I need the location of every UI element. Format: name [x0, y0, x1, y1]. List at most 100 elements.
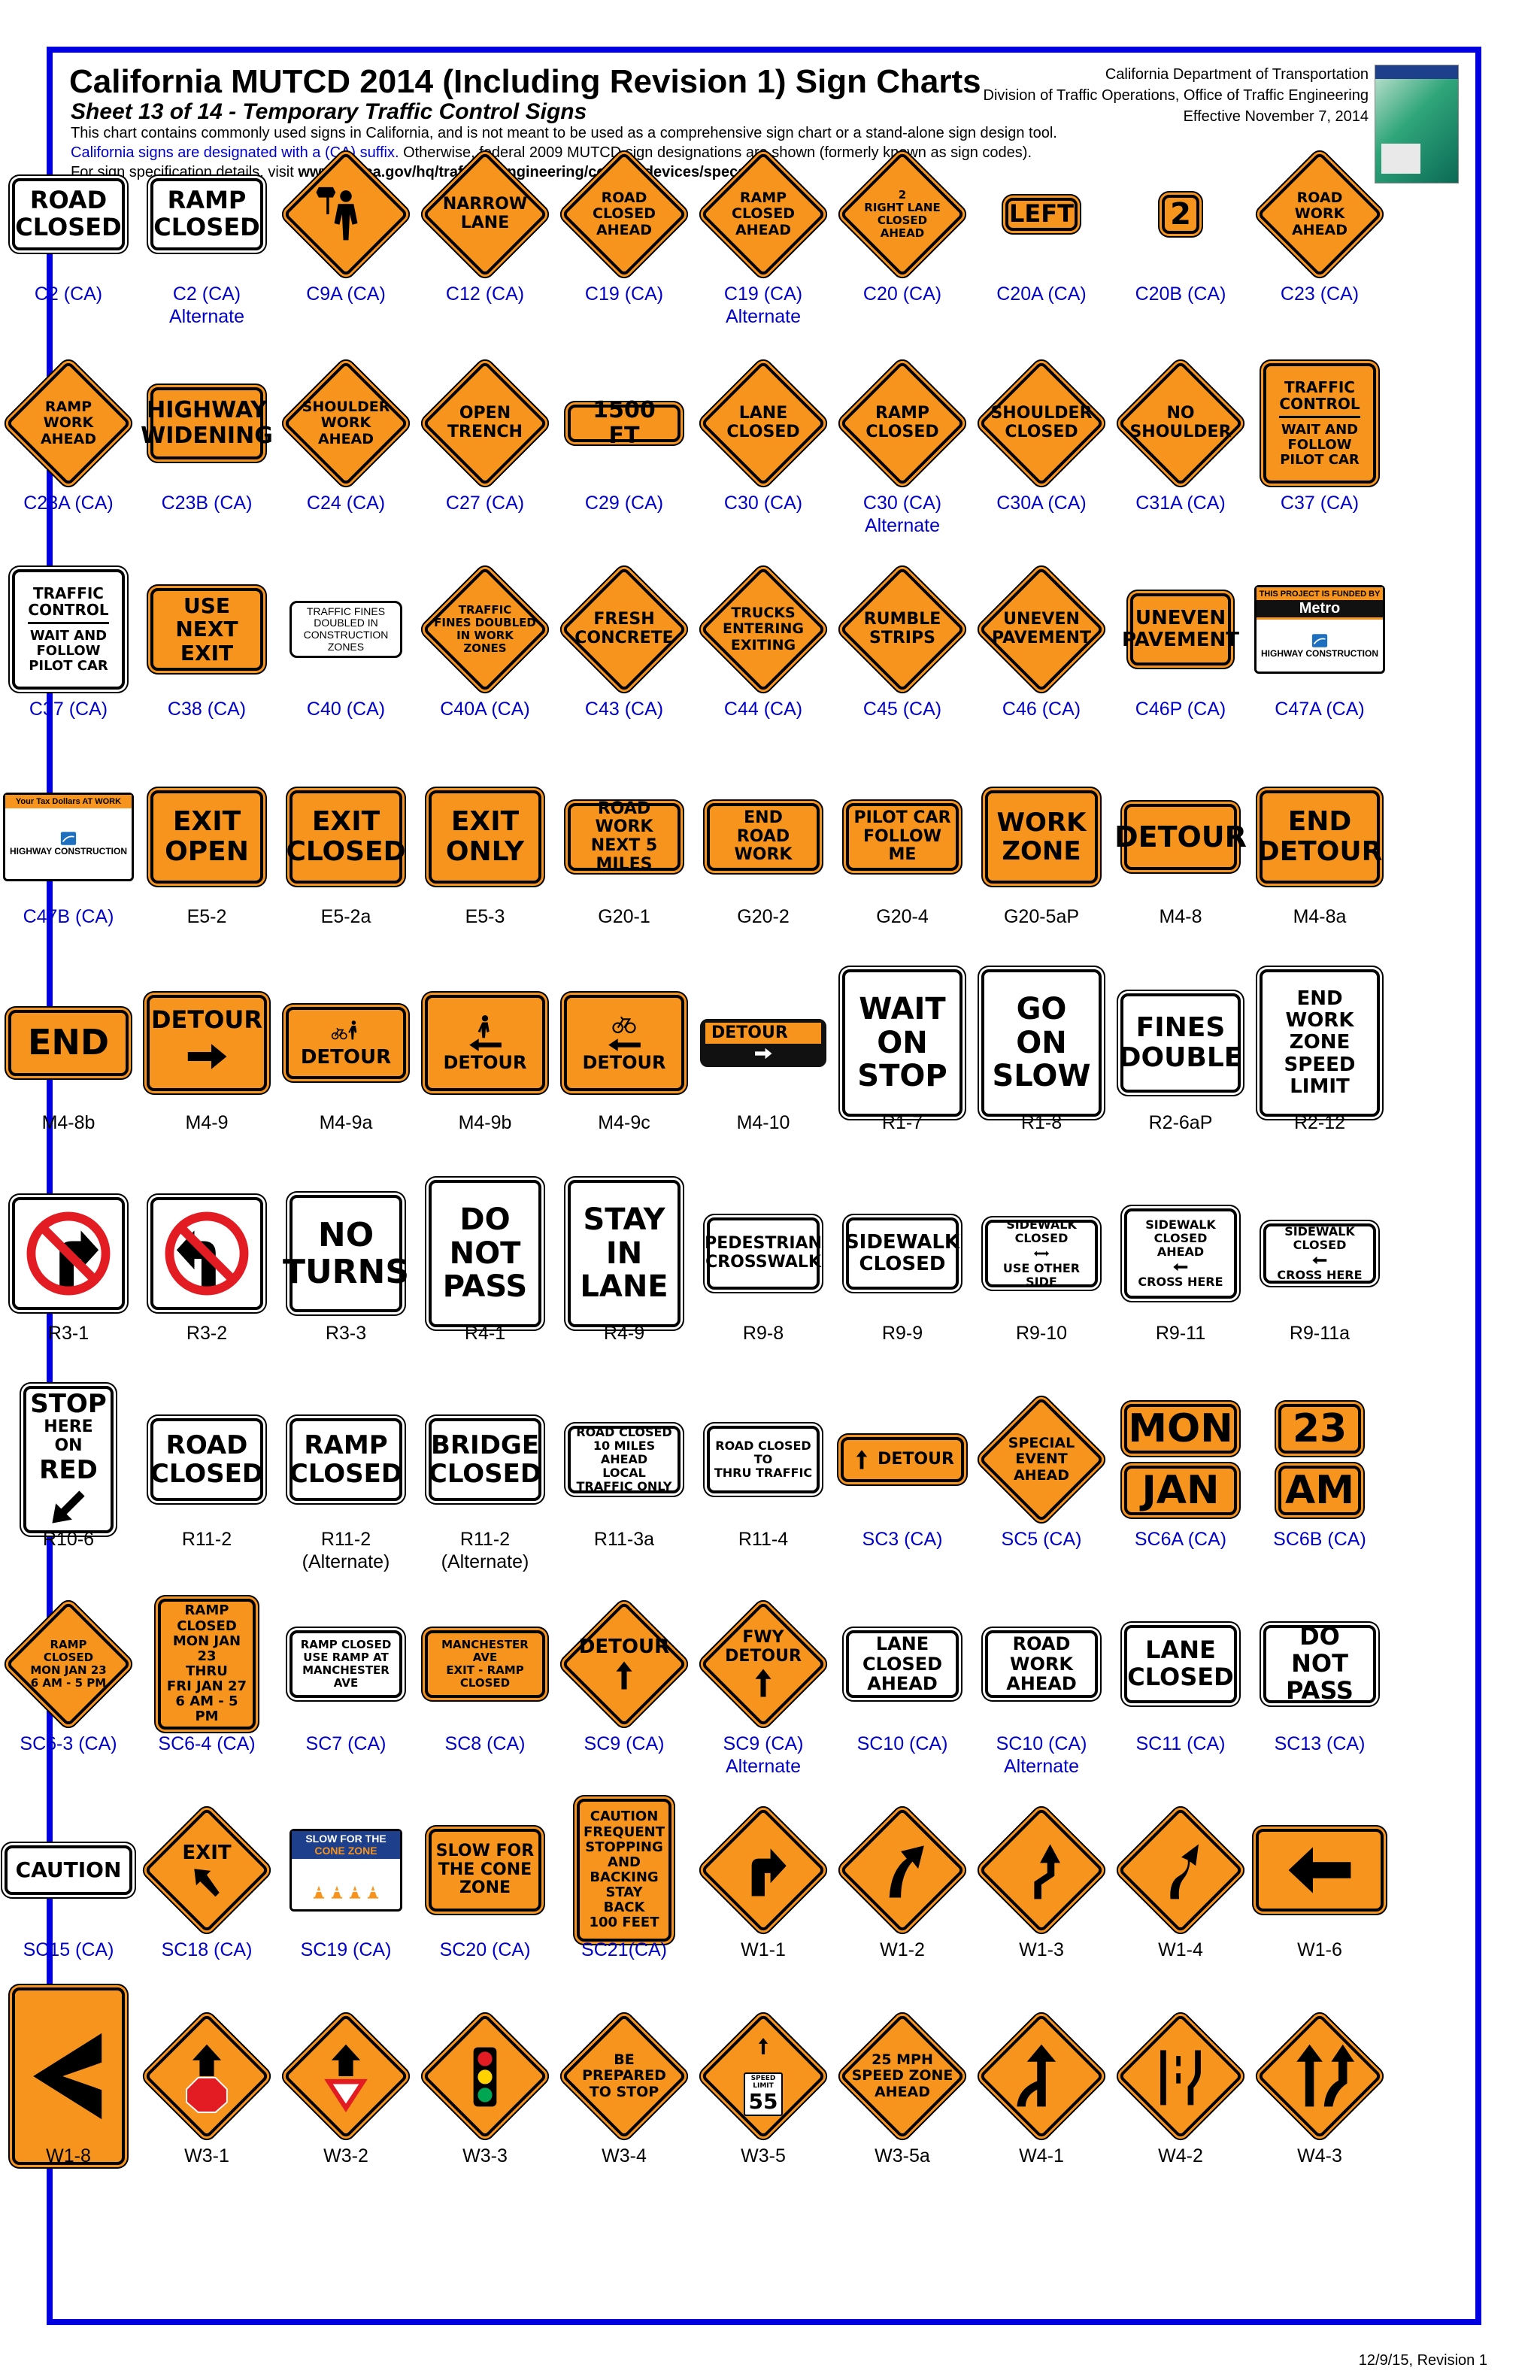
sign-code: C40 (CA): [306, 699, 386, 720]
sign-text-line: WORK: [1285, 1009, 1354, 1032]
sign-graphic: DETOUR: [555, 972, 693, 1114]
sign-text-line: RAMP: [44, 399, 92, 416]
sign-code: G20-4: [876, 906, 929, 927]
sign-code-variant: Alternate: [864, 515, 941, 536]
sign-text-line: SLOW FOR THE: [305, 1833, 387, 1845]
arrow-down-left-icon: [52, 1490, 85, 1524]
spec-link[interactable]: www.dot.ca.gov/hq/traffops/engineering/c…: [298, 164, 778, 180]
orange-rectangular-sign: DETOUR: [564, 995, 684, 1091]
sign-designation: C47A (CA): [1243, 698, 1396, 720]
sign-text-line: PILOT CAR: [853, 808, 951, 828]
sign-code: R2-6aP: [1148, 1112, 1213, 1133]
sign-text-line: UNEVEN: [1003, 610, 1080, 629]
sign-text-line: LEFT: [1009, 199, 1074, 229]
sign-text-line: EXIT: [180, 640, 234, 665]
funding-title: THIS PROJECT IS FUNDED BY: [1259, 590, 1381, 599]
sign-text-line: PREPARED: [582, 2067, 666, 2084]
sign-code: W3-3: [462, 2145, 508, 2166]
sign-text-line: BE: [614, 2051, 635, 2069]
sign-text-line: STOP: [857, 1059, 947, 1094]
sign-text-line: CROSS HERE: [1138, 1274, 1223, 1289]
arrow-up-icon: [856, 1450, 868, 1469]
sign-code: SC13 (CA): [1274, 1733, 1366, 1754]
sign-text-line: DETOUR: [725, 1647, 802, 1666]
sign-text-line: ZONES: [463, 641, 507, 655]
warning-diamond-sign: [700, 1807, 826, 1933]
metro-logo: Metro: [1257, 600, 1383, 617]
sign-code: R9-9: [881, 1323, 923, 1344]
sign-designation: M4-8b: [0, 1111, 145, 1134]
sign-code: SC18 (CA): [161, 1939, 253, 1960]
sign-text-line: JAN: [1141, 1467, 1220, 1513]
sign-designation: R9-11: [1104, 1322, 1257, 1345]
sign-code: R3-1: [47, 1323, 89, 1344]
sign-designation: R9-9: [826, 1322, 979, 1345]
traffic-cone-icon: [367, 1885, 379, 1899]
sign-designation: G20-1: [547, 905, 701, 928]
sign-text-line: SLOW FOR: [435, 1842, 535, 1861]
sign-text-line: IN: [605, 1235, 643, 1271]
sign-text-line: AM: [1285, 1467, 1354, 1513]
page-subtitle: Sheet 13 of 14 - Temporary Traffic Contr…: [71, 99, 587, 124]
sign-designation: SC18 (CA): [130, 1939, 283, 1961]
warning-diamond-sign: [1117, 2013, 1244, 2139]
sign-designation: M4-8a: [1243, 905, 1396, 928]
sign-designation: C20B (CA): [1104, 283, 1257, 305]
sign-text-line: LOCAL TRAFFIC ONLY: [576, 1465, 672, 1493]
sign-code: M4-8: [1159, 906, 1202, 927]
sign-text-line: WIDENING: [141, 423, 273, 449]
sign-graphic: DETOUR: [833, 1388, 972, 1531]
warning-diamond-sign: DETOUR: [561, 1601, 687, 1727]
sign-designation: R9-8: [687, 1322, 840, 1345]
sign-designation: W4-3: [1243, 2145, 1396, 2167]
sign-code: C47A (CA): [1275, 699, 1365, 720]
ca-suffix-note: California signs are designated with a (…: [71, 144, 1032, 162]
sign-text-line: PASS: [1286, 1675, 1354, 1705]
arrow-right-icon: [187, 1044, 227, 1069]
orange-rectangular-sign: DETOUR: [147, 995, 267, 1091]
sign-text-line: RED: [39, 1454, 98, 1485]
sign-code: SC5 (CA): [1001, 1529, 1082, 1550]
sign-code: M4-8b: [41, 1112, 95, 1133]
sign-code: G20-5aP: [1003, 906, 1080, 927]
diamond-legend: DETOUR: [561, 1601, 687, 1727]
sign-designation: E5-3: [408, 905, 562, 928]
sign-graphic: DETOUR: [416, 972, 554, 1114]
sign-graphic: [0, 1987, 138, 2165]
